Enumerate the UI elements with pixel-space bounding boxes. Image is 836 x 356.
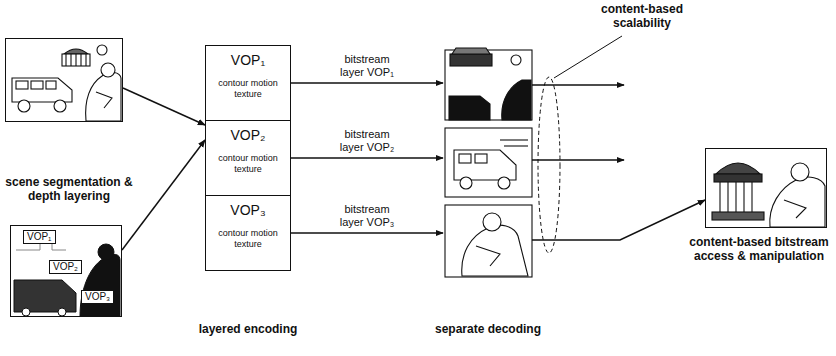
vop-tag: VOP₂ (49, 260, 82, 274)
caption-label: layered encoding (183, 322, 313, 336)
connector-arrow (291, 157, 443, 159)
vop-encoder-box: VOP₁ contour motion texture (205, 45, 291, 121)
connector-arrow (123, 88, 205, 125)
encoder-group: layered encodingVOP₁contour motion textu… (205, 45, 291, 271)
scene-image: scene segmentation & depth layering (5, 38, 123, 122)
callout-label: content-based scalability (580, 2, 704, 31)
caption-label: content-based bitstream access & manipul… (686, 235, 832, 264)
vop-content: contour motion texture (215, 228, 281, 250)
edge-label: bitstream layer VOP₂ (331, 128, 403, 153)
vop-content: contour motion texture (215, 78, 281, 100)
vop-title: VOP₁ (231, 52, 265, 69)
decoded-pictures (445, 48, 532, 277)
output-arrows (532, 85, 624, 160)
edge-label: bitstream layer VOP₁ (331, 53, 403, 78)
vop-tag: VOP₃ (81, 290, 114, 304)
segmentation-image: VOP₁ VOP₂ VOP₃ (10, 225, 122, 317)
vop-content: contour motion texture (215, 153, 281, 175)
edge-label: bitstream layer VOP₃ (331, 203, 403, 228)
composed-image: content-based bitstream access & manipul… (705, 148, 827, 228)
vop-title: VOP₃ (230, 202, 265, 219)
vop-encoder-box: VOP₃ contour motion texture (205, 195, 291, 271)
caption-label: scene segmentation & depth layering (4, 175, 134, 204)
vop-tag: VOP₁ (23, 230, 56, 244)
segmentation-picture (14, 240, 120, 316)
connector-arrow (532, 200, 705, 240)
connector-arrow (122, 140, 205, 250)
caption-label: separate decoding (423, 322, 553, 336)
vop-title: VOP₂ (231, 127, 266, 144)
connector-arrow (291, 82, 443, 84)
connector-arrow (291, 232, 443, 234)
vop-encoder-box: VOP₂ contour motion texture (205, 120, 291, 196)
scalability-ellipse (538, 77, 560, 253)
leader-line (554, 36, 622, 78)
scene-picture (12, 45, 121, 121)
composed-picture (712, 163, 825, 227)
decoder-group: separate decoding (443, 45, 532, 280)
